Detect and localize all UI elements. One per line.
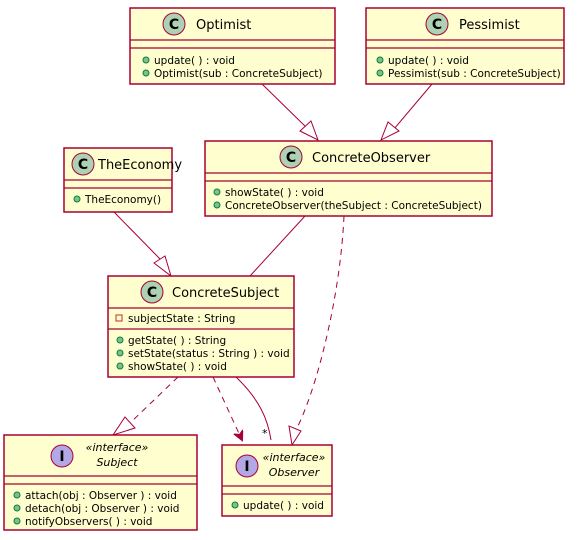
stereotype: «interface» — [86, 441, 149, 454]
public-visibility-icon — [142, 69, 150, 77]
multiplicity-label: * — [262, 427, 268, 440]
class-badge-icon — [279, 145, 303, 169]
class-name: ConcreteObserver — [312, 151, 431, 166]
public-visibility-icon — [213, 188, 221, 196]
field: subjectState : String — [128, 313, 235, 325]
method: setState(status : String ) : void — [128, 348, 290, 360]
public-visibility-icon — [13, 491, 21, 499]
constructor: ConcreteObserver(theSubject : ConcreteSu… — [225, 200, 482, 212]
method: showState( ) : void — [128, 361, 227, 373]
edge-concrete-subject-realizes-subject — [111, 376, 179, 436]
interface-name: Subject — [96, 456, 138, 469]
interface-observer[interactable]: I «interface» Observer update( ) : void — [221, 444, 333, 517]
method: update( ) : void — [388, 55, 469, 67]
class-name: ConcreteSubject — [172, 286, 279, 301]
class-badge-icon — [71, 152, 95, 176]
edge-concrete-subject-association-observer — [235, 376, 272, 441]
badge-letter: C — [432, 17, 442, 33]
constructor: TheEconomy() — [84, 194, 161, 206]
public-visibility-icon — [13, 517, 21, 525]
public-visibility-icon — [142, 56, 150, 64]
method: showState( ) : void — [225, 187, 324, 199]
interface-subject[interactable]: I «interface» Subject attach(obj : Obser… — [3, 434, 198, 531]
badge-letter: C — [286, 150, 296, 166]
badge-letter: I — [59, 449, 64, 465]
public-visibility-icon — [231, 501, 239, 509]
badge-letter: C — [78, 157, 88, 173]
public-visibility-icon — [116, 336, 124, 344]
class-concrete-observer[interactable]: C ConcreteObserver showState( ) : void C… — [204, 140, 493, 217]
public-visibility-icon — [376, 69, 384, 77]
class-concrete-subject[interactable]: C ConcreteSubject subjectState : String … — [107, 275, 295, 378]
interface-badge-icon — [50, 444, 74, 468]
method: update( ) : void — [154, 55, 235, 67]
edge-pessimist-extends-concrete-observer — [380, 83, 433, 142]
class-name: Pessimist — [459, 18, 520, 33]
class-pessimist[interactable]: C Pessimist update( ) : void Pessimist(s… — [365, 7, 565, 85]
relations: * — [111, 83, 433, 447]
constructor: Pessimist(sub : ConcreteSubject) — [388, 68, 561, 80]
public-visibility-icon — [213, 201, 221, 209]
edge-concrete-subject-depends-observer — [212, 376, 242, 440]
edge-optimist-extends-concrete-observer — [261, 83, 319, 142]
class-badge-icon — [140, 280, 164, 304]
public-visibility-icon — [73, 195, 81, 203]
method: notifyObservers( ) : void — [25, 516, 152, 528]
interface-badge-icon — [235, 454, 259, 478]
class-the-economy[interactable]: C TheEconomy TheEconomy() — [63, 147, 182, 213]
private-visibility-icon — [115, 314, 123, 322]
public-visibility-icon — [116, 362, 124, 370]
class-badge-icon — [162, 12, 186, 36]
method: getState( ) : String — [128, 335, 226, 347]
class-badge-icon — [425, 12, 449, 36]
public-visibility-icon — [376, 56, 384, 64]
public-visibility-icon — [13, 504, 21, 512]
class-name: Optimist — [196, 18, 251, 33]
public-visibility-icon — [116, 349, 124, 357]
method: detach(obj : Observer ) : void — [25, 503, 179, 515]
constructor: Optimist(sub : ConcreteSubject) — [154, 68, 322, 80]
edge-economy-extends-concrete-subject — [113, 211, 172, 278]
stereotype: «interface» — [263, 451, 326, 464]
badge-letter: C — [147, 285, 157, 301]
badge-letter: C — [169, 17, 179, 33]
badge-letter: I — [244, 459, 249, 475]
edge-concrete-observer-concrete-subject — [249, 215, 306, 277]
class-optimist[interactable]: C Optimist update( ) : void Optimist(sub… — [129, 7, 336, 85]
interface-name: Observer — [269, 466, 321, 479]
method: update( ) : void — [243, 500, 324, 512]
edge-concrete-observer-realizes-observer — [288, 215, 345, 447]
class-name: TheEconomy — [97, 158, 182, 173]
method: attach(obj : Observer ) : void — [25, 490, 177, 502]
